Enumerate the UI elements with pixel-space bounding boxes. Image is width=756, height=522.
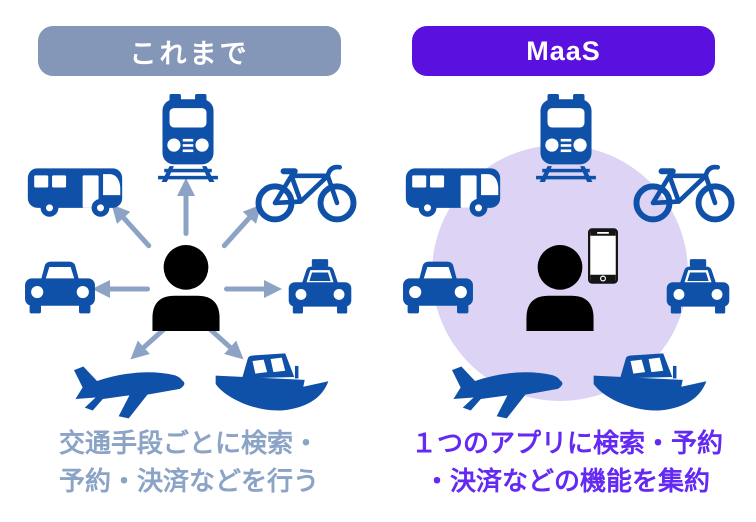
before-caption-line1: 交通手段ごとに検索・ xyxy=(58,428,319,458)
before-caption-line2: 予約・決済などを行う xyxy=(58,466,319,496)
before-caption: 交通手段ごとに検索・ 予約・決済などを行う xyxy=(16,424,362,500)
maas-header-label: MaaS xyxy=(526,35,601,66)
arrow-up-icon xyxy=(177,178,195,236)
before-header-badge: これまで xyxy=(38,26,341,76)
car-icon xyxy=(22,258,98,320)
car-icon xyxy=(400,258,476,320)
person-icon xyxy=(142,245,230,331)
boat-icon xyxy=(580,352,720,416)
smartphone-icon xyxy=(588,228,618,284)
taxi-icon xyxy=(286,256,354,322)
train-icon xyxy=(143,94,233,182)
maas-caption: １つのアプリに検索・予約 ・決済などの機能を集約 xyxy=(394,424,740,500)
bicycle-icon xyxy=(252,160,360,226)
boat-icon xyxy=(202,352,342,416)
maas-caption-line2: ・決済などの機能を集約 xyxy=(423,466,710,496)
before-header-label: これまで xyxy=(129,38,250,69)
airplane-icon xyxy=(430,350,582,422)
maas-header-badge: MaaS xyxy=(412,26,715,76)
arrow-right-icon xyxy=(224,280,282,298)
airplane-icon xyxy=(52,350,204,422)
bus-icon xyxy=(402,158,504,222)
train-icon xyxy=(521,94,611,182)
bus-icon xyxy=(24,158,126,222)
taxi-icon xyxy=(664,256,732,322)
panel-before: これまで 交通手段ごとに検索・ 予約・決済などを行う xyxy=(0,26,378,500)
bicycle-icon xyxy=(630,160,738,226)
maas-caption-line1: １つのアプリに検索・予約 xyxy=(410,428,723,458)
